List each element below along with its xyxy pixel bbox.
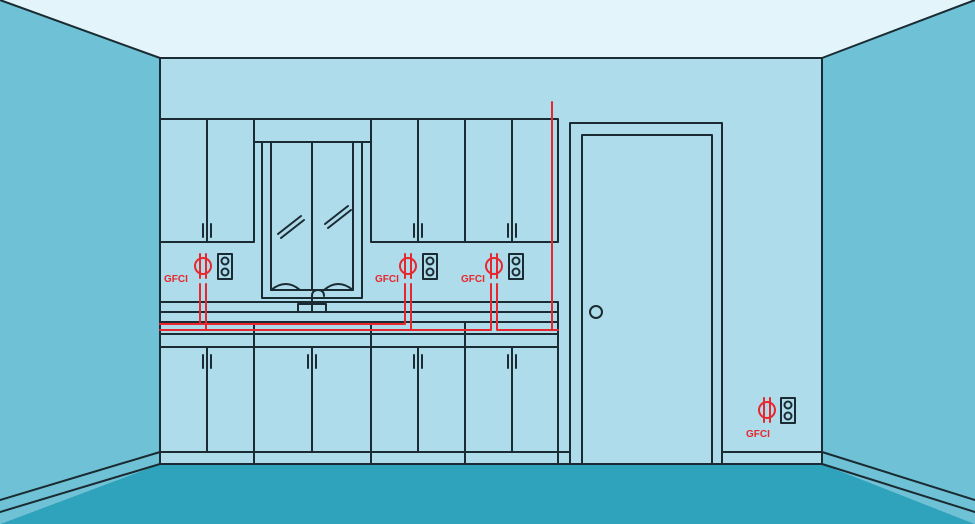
duplex-outlet-1 (217, 253, 233, 280)
lower-cabinets (159, 301, 559, 465)
upper-cabinets (159, 118, 559, 243)
door (569, 122, 723, 465)
gfci-label-4: GFCI (746, 429, 770, 440)
right-wall (822, 0, 975, 524)
duplex-outlet-2 (422, 253, 438, 280)
left-wall (0, 0, 160, 524)
door-knob (589, 305, 603, 319)
gfci-receptacle-3 (485, 253, 503, 279)
gfci-receptacle-4 (758, 397, 776, 423)
duplex-outlet-3 (508, 253, 524, 280)
gfci-label-1: GFCI (164, 274, 188, 285)
gfci-receptacle-2 (399, 253, 417, 279)
duplex-outlet-4 (780, 397, 796, 424)
gfci-label-2: GFCI (375, 274, 399, 285)
window (261, 141, 363, 299)
gfci-label-3: GFCI (461, 274, 485, 285)
floor (0, 464, 975, 524)
circuit-wiring (159, 101, 559, 331)
ceiling (0, 0, 975, 58)
gfci-receptacle-1 (194, 253, 212, 279)
